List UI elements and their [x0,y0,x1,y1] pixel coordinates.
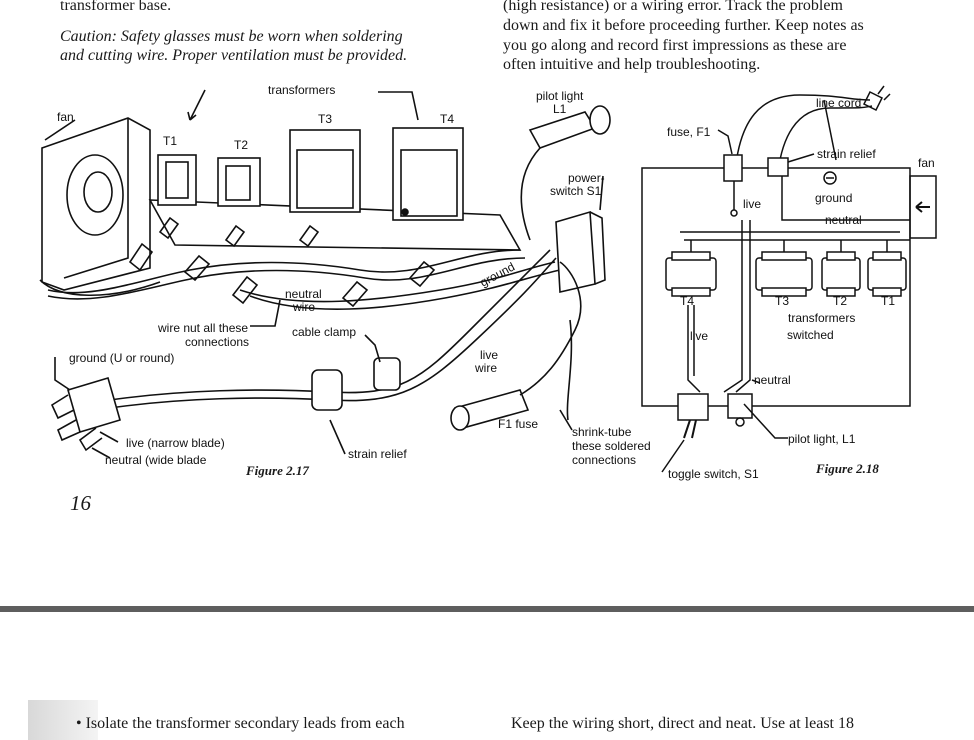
fig218-label-transformers: transformers [788,311,856,325]
fig217-label-f1-fuse: F1 fuse [498,417,539,431]
fig218-label-t3: T3 [775,294,790,308]
fig218-label-switched: switched [787,328,834,342]
fig217-label-t1: T1 [163,134,178,148]
fig218-label-line-cord: line cord [816,96,862,110]
body-text-line: Keep the wiring short, direct and neat. … [511,715,854,732]
fig217-label-power-switch: power- [568,171,605,185]
body-text-line: down and fix it before proceeding furthe… [503,17,864,34]
fig217-label-neutral-wire: wire [293,300,316,314]
page-divider [0,606,974,612]
fig217-label-t3: T3 [318,112,333,126]
body-text-line: often intuitive and help troubleshooting… [503,56,761,73]
fig218-label-live: live [743,197,762,211]
fig217-label-shrink-tube: connections [572,453,637,467]
caution-text-line: and cutting wire. Proper ventilation mus… [60,47,408,64]
fig217-label-l1: L1 [553,102,567,116]
fig218-label-t1: T1 [881,294,896,308]
fig217-label-live-blade: live (narrow blade) [126,436,225,450]
fig218-label-live-mid: live [690,329,709,343]
fig217-label-live-wire: live [480,348,499,362]
fig218-label-toggle-switch: toggle switch, S1 [668,467,759,481]
fig217-label-power-switch: switch S1 [550,184,602,198]
fig217-label-t4: T4 [440,112,455,126]
page-number: 16 [70,491,91,515]
figure-2-18-schematic [641,85,937,473]
fig217-label-ground-plug: ground (U or round) [69,351,175,365]
fig218-label-t2: T2 [833,294,848,308]
fig217-label-wire-nut: connections [185,335,250,349]
fig217-label-strain-relief: strain relief [348,447,407,461]
fig218-label-neutral: neutral [825,213,862,227]
body-text-line: transformer base. [60,0,172,14]
fig217-label-cable-clamp: cable clamp [292,325,357,339]
fig217-label-wire-nut: wire nut all these [158,321,249,335]
fig218-label-ground: ground [815,191,853,205]
fig217-label-neutral-wire: neutral [285,287,322,301]
body-text-line: you go along and record first impression… [503,37,847,54]
fig218-label-pilot-light: pilot light, L1 [788,432,856,446]
body-text-line: • Isolate the transformer secondary lead… [76,715,405,732]
body-text-line: (high resistance) or a wiring error. Tra… [503,0,843,14]
fig217-label-fan: fan [57,110,74,124]
fig218-label-strain-relief: strain relief [817,147,876,161]
fig217-label-pilot-light: pilot light [536,89,584,103]
scan-shadow [28,700,98,740]
fig218-label-t4: T4 [680,294,695,308]
fig217-label-shrink-tube: shrink-tube [572,425,632,439]
fig218-label-fuse: fuse, F1 [667,125,711,139]
fig217-label-transformers: transformers [268,83,336,97]
figure-2-17-wiring-drawing [39,89,611,459]
figure-2-17-caption: Figure 2.17 [246,463,309,478]
fig217-label-neutral-blade: neutral (wide blade [105,453,207,467]
fig217-label-shrink-tube: these soldered [572,439,651,453]
fig218-label-neutral-mid: neutral [754,373,791,387]
fig218-label-fan: fan [918,156,935,170]
caution-text-line: Caution: Safety glasses must be worn whe… [60,28,403,45]
fig217-label-t2: T2 [234,138,249,152]
figure-2-18-caption: Figure 2.18 [816,461,879,476]
fig217-label-live-wire: wire [475,361,498,375]
